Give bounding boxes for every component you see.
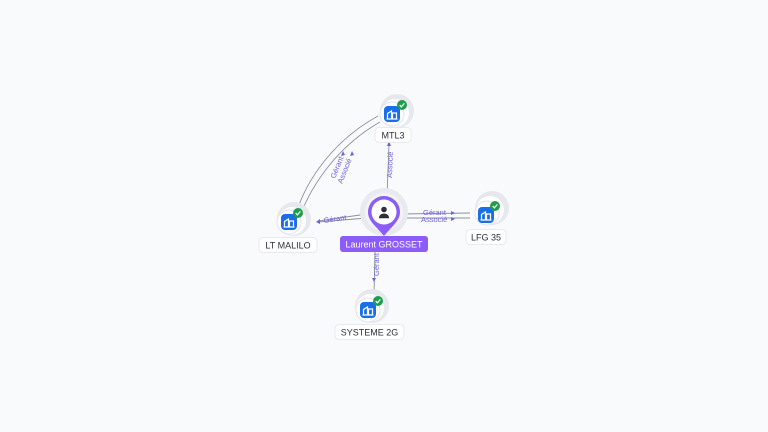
arrow-ltmalilo-mtl3-1: [341, 151, 345, 156]
company-node-systeme2g[interactable]: SYSTEME 2G: [334, 289, 405, 340]
edge-label-person-mtl3: Associé: [385, 152, 395, 179]
node-label: MTL3: [381, 131, 404, 141]
node-label: SYSTEME 2G: [341, 328, 399, 338]
check-icon: [397, 100, 407, 110]
building-icon: [281, 214, 297, 230]
arrow-person-lfg35-2: [451, 217, 455, 221]
check-icon: [490, 201, 500, 211]
arrow-ltmalilo-mtl3-2: [350, 151, 354, 156]
arrow-person-systeme2g: [372, 278, 376, 282]
edge-person-ltmalilo-2: [317, 217, 368, 223]
arrow-person-mtl3: [387, 141, 391, 146]
person-label-box: [340, 236, 428, 252]
arrow-person-lfg35-1: [451, 211, 455, 215]
edge-label-person-lfg35-2: Associé: [421, 215, 447, 224]
building-icon: [360, 302, 376, 318]
building-icon: [384, 106, 400, 122]
node-label: LT MALILO: [265, 241, 310, 251]
node-label-box: [374, 127, 412, 143]
edge-person-systeme2g: [373, 247, 376, 296]
person-icon: [378, 206, 390, 219]
edge-ltmalilo-mtl3-1: [295, 115, 379, 215]
node-label-box: [258, 237, 318, 253]
person-label: Laurent GROSSET: [345, 240, 423, 250]
node-label: LFG 35: [471, 233, 501, 243]
check-icon: [373, 296, 383, 306]
building-icon: [478, 207, 494, 223]
edge-person-mtl3: [386, 143, 390, 197]
check-icon: [293, 208, 303, 218]
edges: Associé Gérant Gérant Associé Gérant Gér…: [295, 115, 471, 296]
edge-label-person-lfg35-1: Gérant: [423, 208, 447, 217]
edge-label-person-systeme2g: Gérant: [372, 252, 381, 276]
edge-person-ltmalilo-1: [317, 213, 368, 222]
company-node-lfg35[interactable]: LFG 35: [465, 191, 509, 245]
node-label-box: [465, 229, 507, 245]
company-node-mtl3[interactable]: MTL3: [374, 94, 414, 143]
company-node-ltmalilo[interactable]: LT MALILO: [258, 202, 318, 253]
edge-person-lfg35-1: [399, 212, 471, 215]
edge-ltmalilo-mtl3-2: [299, 121, 381, 217]
edge-label-person-ltmalilo: Gérant: [323, 213, 348, 225]
arrow-person-ltmalilo: [316, 219, 320, 224]
person-node[interactable]: Laurent GROSSET: [340, 188, 428, 252]
node-label-box: [334, 324, 405, 340]
